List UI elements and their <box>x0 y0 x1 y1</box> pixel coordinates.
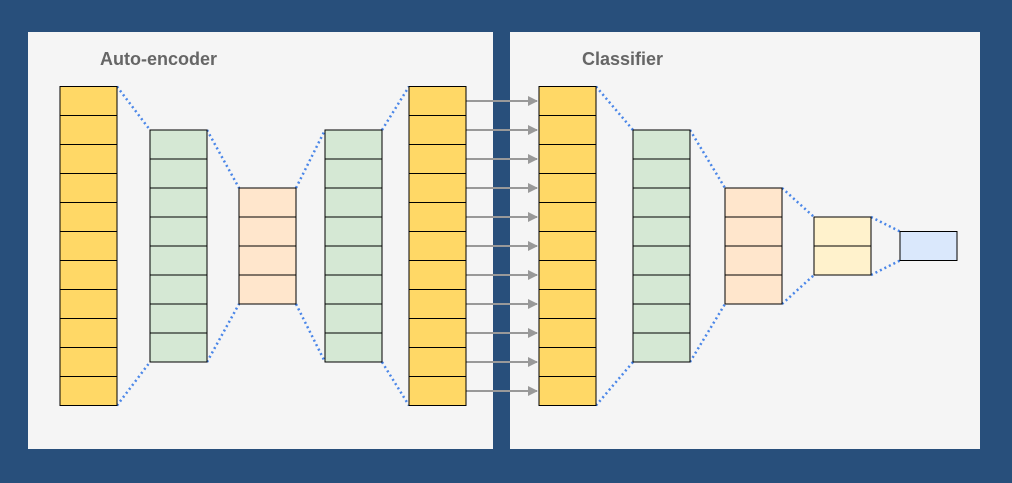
ae-output-layer <box>408 86 467 406</box>
dotted-connector <box>294 303 327 363</box>
clf-hidden-layer-1 <box>632 129 691 363</box>
layer-unit <box>724 216 783 247</box>
layer-unit <box>149 245 208 276</box>
network-layers <box>59 86 958 406</box>
layer-connectors <box>116 85 901 407</box>
layer-unit <box>149 332 208 363</box>
layer-unit <box>408 144 467 174</box>
ae-bottleneck-layer <box>238 187 297 305</box>
layer-unit <box>408 260 467 290</box>
layer-unit <box>324 332 383 363</box>
clf-output-layer <box>899 231 958 261</box>
layer-unit <box>538 231 597 261</box>
layer-unit <box>408 86 467 116</box>
dotted-connector <box>205 129 241 189</box>
layer-unit <box>59 144 118 174</box>
layer-unit <box>324 303 383 334</box>
layer-unit <box>632 332 691 363</box>
layer-unit <box>238 274 297 305</box>
layer-unit <box>324 158 383 189</box>
layer-unit <box>238 216 297 247</box>
layer-unit <box>408 231 467 261</box>
layer-unit <box>59 376 118 406</box>
dotted-connector <box>380 85 411 131</box>
layer-unit <box>59 115 118 145</box>
layer-unit <box>538 260 597 290</box>
layer-unit <box>59 231 118 261</box>
layer-unit <box>408 347 467 377</box>
layer-unit <box>632 303 691 334</box>
layer-unit <box>324 245 383 276</box>
layer-unit <box>813 245 872 276</box>
classifier-title: Classifier <box>582 49 663 69</box>
layer-unit <box>408 289 467 319</box>
layer-unit <box>538 115 597 145</box>
layer-unit <box>632 216 691 247</box>
clf-hidden-layer-3 <box>813 216 872 276</box>
dotted-connector <box>116 361 151 407</box>
layer-unit <box>724 274 783 305</box>
layer-unit <box>632 187 691 218</box>
layer-unit <box>59 173 118 203</box>
layer-unit <box>538 86 597 116</box>
layer-unit <box>408 376 467 406</box>
layer-unit <box>408 318 467 348</box>
dotted-connector <box>781 187 815 218</box>
layer-unit <box>632 158 691 189</box>
layer-unit <box>324 187 383 218</box>
layer-unit <box>149 187 208 218</box>
layer-unit <box>59 289 118 319</box>
dotted-connector <box>781 274 815 305</box>
layer-unit <box>813 216 872 247</box>
layer-unit <box>538 376 597 406</box>
dotted-connector <box>380 361 411 407</box>
layer-unit <box>238 187 297 218</box>
layer-unit <box>59 347 118 377</box>
dotted-connector <box>870 259 901 277</box>
layer-unit <box>408 173 467 203</box>
dotted-connector <box>116 85 151 131</box>
ae-input-layer <box>59 86 118 406</box>
layer-unit <box>149 158 208 189</box>
layer-unit <box>59 202 118 232</box>
layer-unit <box>538 144 597 174</box>
layer-unit <box>149 303 208 334</box>
layer-unit <box>408 115 467 145</box>
layer-unit <box>324 274 383 305</box>
layer-unit <box>632 129 691 160</box>
dotted-connector <box>294 129 327 189</box>
layer-unit <box>149 216 208 247</box>
layer-unit <box>59 86 118 116</box>
layer-unit <box>538 289 597 319</box>
dotted-connector <box>870 215 901 233</box>
layer-unit <box>538 202 597 232</box>
layer-unit <box>724 245 783 276</box>
dotted-connector <box>688 303 727 363</box>
layer-unit <box>149 129 208 160</box>
layer-unit <box>632 274 691 305</box>
layer-unit <box>538 318 597 348</box>
layer-unit <box>238 245 297 276</box>
clf-hidden-layer-2 <box>724 187 783 305</box>
layer-unit <box>324 216 383 247</box>
layer-unit <box>324 129 383 160</box>
layer-unit <box>632 245 691 276</box>
layer-unit <box>538 347 597 377</box>
layer-unit <box>59 260 118 290</box>
transfer-arrows <box>466 96 538 396</box>
autoencoder-title: Auto-encoder <box>100 49 217 69</box>
layer-unit <box>538 173 597 203</box>
clf-input-layer <box>538 86 597 406</box>
layer-unit <box>899 231 958 261</box>
layer-unit <box>408 202 467 232</box>
dotted-connector <box>688 129 727 189</box>
ae-encoder-layer <box>149 129 208 363</box>
layer-unit <box>59 318 118 348</box>
dotted-connector <box>205 303 241 363</box>
ae-decoder-layer <box>324 129 383 363</box>
layer-unit <box>724 187 783 218</box>
layer-unit <box>149 274 208 305</box>
